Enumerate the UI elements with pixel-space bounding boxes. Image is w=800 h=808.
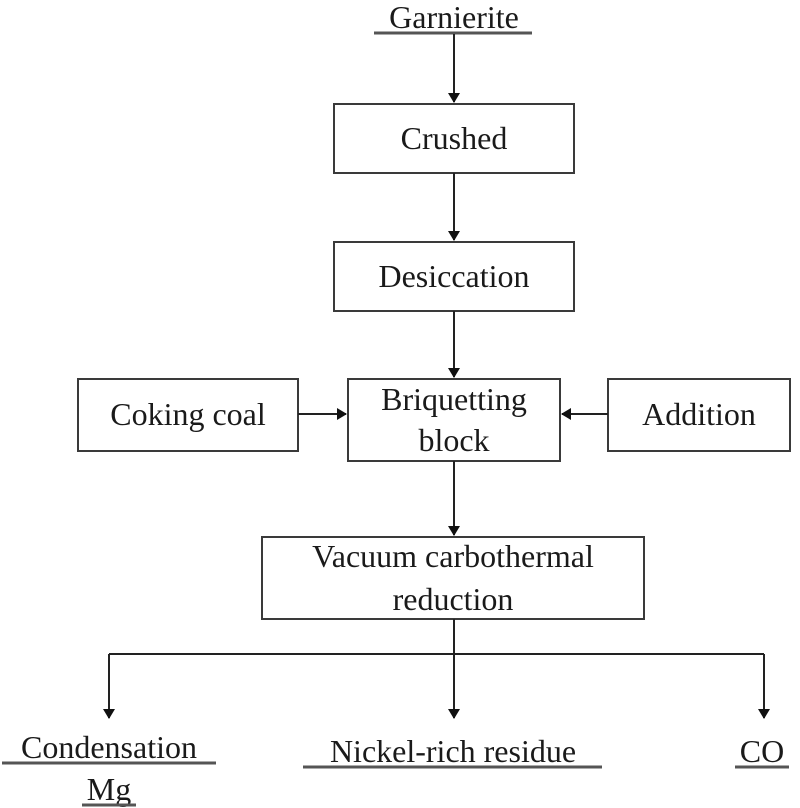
output-mg-label: Mg	[87, 771, 131, 807]
node-crushed: Crushed	[333, 103, 575, 174]
node-briquetting-label-line2: block	[418, 422, 489, 458]
output-nickel-residue-label: Nickel-rich residue	[330, 733, 576, 769]
node-coking-coal: Coking coal	[77, 378, 299, 452]
node-briquetting-block: Briquetting block	[347, 378, 561, 462]
node-desiccation: Desiccation	[333, 241, 575, 312]
node-briquetting-label-line1: Briquetting	[381, 381, 527, 417]
node-vacuum-carbothermal-reduction: Vacuum carbothermal reduction	[261, 536, 645, 620]
output-co-label: CO	[740, 733, 784, 769]
node-desiccation-label: Desiccation	[378, 258, 529, 294]
node-addition: Addition	[607, 378, 791, 452]
node-coking-coal-label: Coking coal	[110, 396, 266, 432]
input-garnierite-label: Garnierite	[389, 0, 519, 35]
node-crushed-label: Crushed	[401, 120, 508, 156]
node-addition-label: Addition	[642, 396, 756, 432]
node-reduction-label-line1: Vacuum carbothermal	[312, 538, 594, 574]
output-condensation-label: Condensation	[21, 729, 197, 765]
node-reduction-label-line2: reduction	[393, 581, 514, 617]
